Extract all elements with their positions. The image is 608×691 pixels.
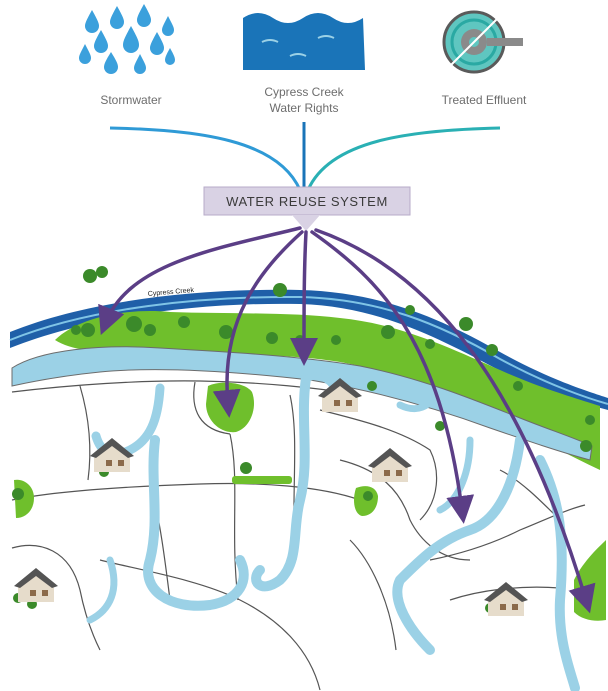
trees — [12, 266, 595, 613]
drainage-channels — [86, 372, 580, 691]
arrow-to-east-lots — [314, 228, 596, 614]
water-rights-label-line2: Water Rights — [270, 101, 339, 115]
house-icon — [368, 448, 412, 482]
water-reuse-system: WATER REUSE SYSTEM — [203, 186, 411, 231]
house-icon — [318, 378, 362, 412]
lake — [11, 346, 593, 461]
creek-label: Cypress Creek — [148, 287, 195, 298]
arrow-to-lake — [290, 230, 319, 366]
water-reuse-system-label: WATER REUSE SYSTEM — [226, 194, 388, 209]
raindrops-icon — [79, 4, 175, 74]
house-icon — [484, 582, 528, 616]
stormwater-label: Stormwater — [100, 93, 161, 107]
arrow-to-greenbelt — [98, 226, 302, 335]
house-icon — [14, 568, 58, 602]
feed-lines — [109, 122, 501, 191]
effluent-label: Treated Effluent — [442, 93, 527, 107]
water-rights-source: Cypress Creek Water Rights — [243, 13, 365, 115]
house-icon — [90, 438, 134, 472]
distribution-arrows — [98, 226, 596, 614]
treated-effluent-source: Treated Effluent — [442, 10, 527, 107]
stormwater-source: Stormwater — [79, 4, 175, 107]
houses — [14, 378, 528, 616]
arrow-to-park — [212, 230, 304, 418]
water-rights-label-line1: Cypress Creek — [264, 85, 344, 99]
arrow-to-channels — [310, 230, 475, 524]
treatment-plant-icon — [442, 10, 523, 74]
water-waves-icon — [243, 13, 365, 70]
